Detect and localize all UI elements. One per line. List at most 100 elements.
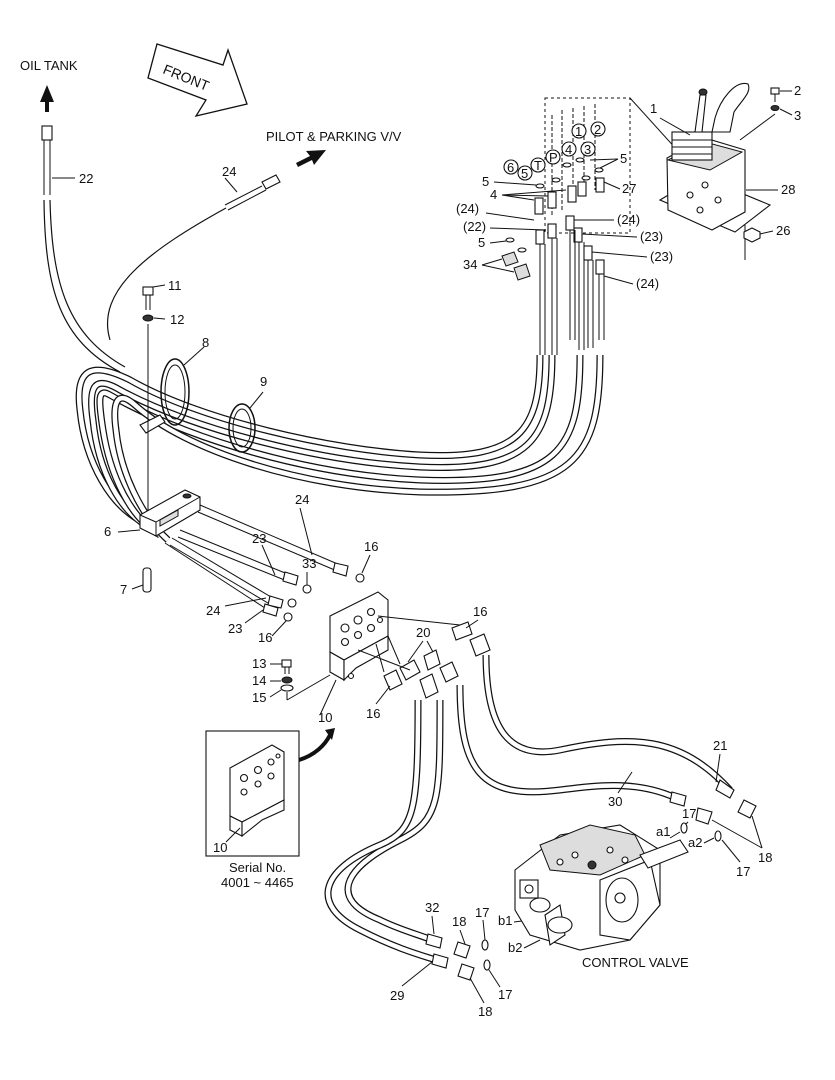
callout-16-b: 16 xyxy=(258,630,272,645)
callout-23-b: 23 xyxy=(228,621,242,636)
svg-text:4: 4 xyxy=(565,142,572,157)
hose-21 xyxy=(482,654,757,819)
hoses-to-plate xyxy=(164,504,349,617)
block-6 xyxy=(139,489,201,537)
callout-6: 6 xyxy=(104,524,111,539)
port-circle-1: 1 xyxy=(571,123,587,139)
svg-text:3: 3 xyxy=(584,142,591,157)
port-washers-5 xyxy=(505,157,604,253)
callout-18-c: 18 xyxy=(478,1004,492,1019)
callout-22: 22 xyxy=(79,171,93,186)
port-circle-2: 2 xyxy=(590,121,606,137)
callout-paren-24-b: (24) xyxy=(617,212,640,227)
callout-11: 11 xyxy=(168,278,182,293)
callout-3: 3 xyxy=(794,108,801,123)
callout-17-b: 17 xyxy=(736,864,750,879)
callout-24-low: 24 xyxy=(206,603,220,618)
callout-16-c: 16 xyxy=(473,604,487,619)
hose-22 xyxy=(41,125,126,373)
clamp-8 xyxy=(139,358,190,434)
callout-17-d: 17 xyxy=(498,987,512,1002)
control-valve-label: CONTROL VALVE xyxy=(582,955,689,970)
callout-28: 28 xyxy=(781,182,795,197)
hose-bundle xyxy=(75,354,604,543)
hose-30 xyxy=(456,684,713,825)
callout-4-a: 4 xyxy=(490,187,497,202)
hose-32 xyxy=(344,699,471,959)
port-b2: b2 xyxy=(508,940,522,955)
port-a1: a1 xyxy=(656,824,670,839)
callout-5-a: 5 xyxy=(620,151,627,166)
callout-18-b: 18 xyxy=(452,914,466,929)
svg-text:6: 6 xyxy=(507,160,514,175)
nut-26 xyxy=(743,227,761,243)
callout-paren-23-a: (23) xyxy=(640,229,663,244)
svg-text:2: 2 xyxy=(594,122,601,137)
joystick-valve xyxy=(544,83,772,260)
callout-8: 8 xyxy=(202,335,209,350)
nuts-33 xyxy=(283,573,365,622)
bolt-13 xyxy=(280,659,331,701)
inset-box xyxy=(205,728,335,857)
control-valve xyxy=(514,824,689,951)
callout-34: 34 xyxy=(463,257,477,272)
callout-5-c: 5 xyxy=(478,235,485,250)
callout-18-a: 18 xyxy=(758,850,772,865)
port-circle-p: P xyxy=(545,149,561,165)
callout-27: 27 xyxy=(622,181,636,196)
callout-29: 29 xyxy=(390,988,404,1003)
callout-paren-23-b: (23) xyxy=(650,249,673,264)
port-a2: a2 xyxy=(688,835,702,850)
callout-33: 33 xyxy=(302,556,316,571)
callout-13: 13 xyxy=(252,656,266,671)
callout-12: 12 xyxy=(170,312,184,327)
callout-9: 9 xyxy=(260,374,267,389)
svg-text:5: 5 xyxy=(521,166,528,181)
bracket-10 xyxy=(329,591,389,682)
pin-7 xyxy=(142,567,152,593)
callout-32: 32 xyxy=(425,900,439,915)
callout-20: 20 xyxy=(416,625,430,640)
callout-5-b: 5 xyxy=(482,174,489,189)
callout-21: 21 xyxy=(713,738,727,753)
callout-17-a: 17 xyxy=(682,806,696,821)
screw-2 xyxy=(770,87,780,111)
callout-14: 14 xyxy=(252,673,266,688)
hose-24-top xyxy=(107,174,281,341)
callout-17-c: 17 xyxy=(475,905,489,920)
callout-15: 15 xyxy=(252,690,266,705)
callout-10: 10 xyxy=(318,710,332,725)
front-arrow: FRONT xyxy=(147,43,248,117)
callout-30: 30 xyxy=(608,794,622,809)
callout-16-d: 16 xyxy=(366,706,380,721)
pilot-arrow xyxy=(296,150,326,167)
callout-paren-24-a: (24) xyxy=(456,201,479,216)
clamp-9 xyxy=(228,403,256,453)
pilot-parking-label: PILOT & PARKING V/V xyxy=(266,129,402,144)
washer-12 xyxy=(142,314,154,322)
inset-callout-10: 10 xyxy=(213,840,227,855)
callout-paren-24-c: (24) xyxy=(636,276,659,291)
port-circle-4: 4 xyxy=(561,141,577,157)
callout-24-top: 24 xyxy=(222,164,236,179)
callout-23-a: 23 xyxy=(252,531,266,546)
callout-16-a: 16 xyxy=(364,539,378,554)
oil-tank-label: OIL TANK xyxy=(20,58,78,73)
bolt-11 xyxy=(142,286,154,520)
port-circle-t: T xyxy=(530,157,546,173)
svg-text:T: T xyxy=(534,158,542,173)
serial-line-2: 4001 ~ 4465 xyxy=(221,875,294,890)
callout-paren-22: (22) xyxy=(463,219,486,234)
port-hoses xyxy=(539,230,605,355)
callout-2: 2 xyxy=(794,83,801,98)
serial-line-1: Serial No. xyxy=(229,860,286,875)
fittings-20 xyxy=(357,615,491,699)
callout-1: 1 xyxy=(650,101,657,116)
port-circle-5: 5 xyxy=(517,165,533,181)
callout-7: 7 xyxy=(120,582,127,597)
svg-text:1: 1 xyxy=(575,124,582,139)
oil-tank-arrow xyxy=(40,85,54,112)
callout-24-mid: 24 xyxy=(295,492,309,507)
